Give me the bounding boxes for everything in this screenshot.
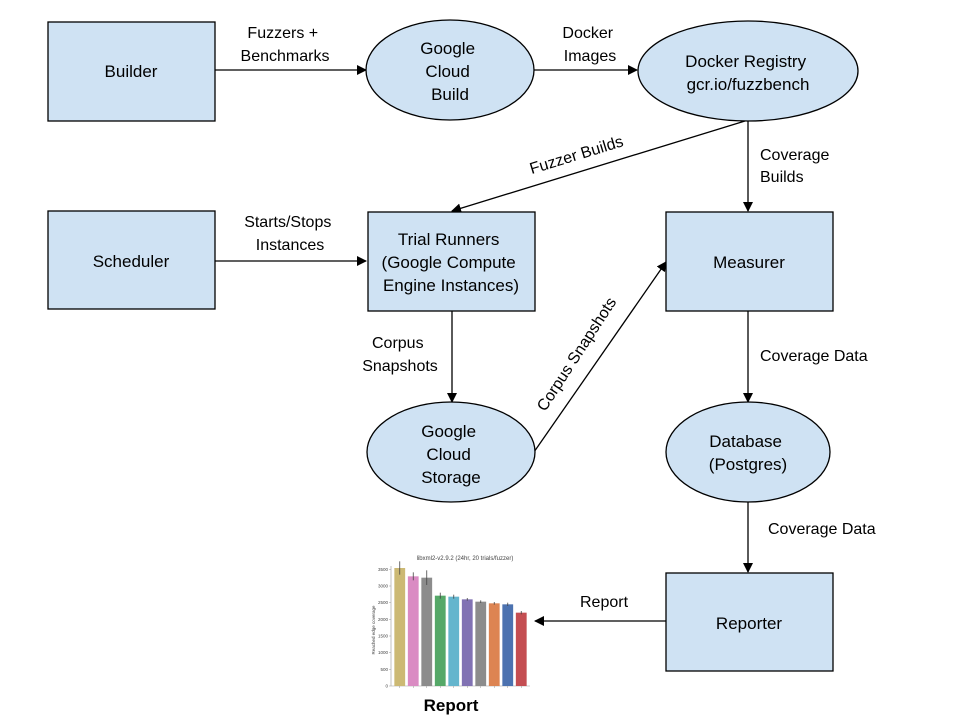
docker-registry-ellipse <box>637 20 859 122</box>
chart-bar <box>448 596 460 686</box>
database-ellipse <box>665 401 831 503</box>
chart-bar <box>475 601 487 686</box>
trial-runners-label: Trial Runners (Google Compute Engine Ins… <box>382 230 521 295</box>
chart-bar <box>502 604 514 686</box>
cloud-storage-ellipse <box>366 401 536 503</box>
edge-label-coverage-data-1: Coverage Data <box>760 348 868 365</box>
node-database: Database (Postgres) <box>665 401 831 503</box>
chart-bar <box>461 599 473 686</box>
node-cloud-storage: Google Cloud Storage <box>366 401 536 503</box>
chart-bar <box>421 577 433 686</box>
chart-bar <box>434 595 446 686</box>
edges <box>215 65 753 626</box>
reporter-box <box>665 572 834 672</box>
chart-y-tick-label: 2000 <box>378 617 389 622</box>
edge-registry-to-trial-runners <box>451 120 746 214</box>
chart-y-tick-label: 1000 <box>378 650 389 655</box>
database-label: Database (Postgres) <box>709 432 787 474</box>
trial-runners-box <box>367 211 536 312</box>
chart-bars <box>394 561 527 686</box>
edge-label-corpus-snapshots-down: Corpus Snapshots <box>362 335 438 375</box>
cloud-build-ellipse <box>365 19 535 121</box>
node-measurer: Measurer <box>665 211 834 312</box>
chart-y-axis-label: Reached edge coverage <box>371 605 376 655</box>
scheduler-label: Scheduler <box>93 252 170 271</box>
measurer-label: Measurer <box>713 253 785 272</box>
chart-y-tick-label: 0 <box>385 684 388 689</box>
edge-label-corpus-snapshots-diag: Corpus Snapshots <box>534 295 620 415</box>
scheduler-box <box>47 210 216 310</box>
edge-label-fuzzers-benchmarks: Fuzzers + Benchmarks <box>241 25 330 65</box>
report-caption: Report <box>424 696 479 715</box>
chart-y-tick-label: 2500 <box>378 600 389 605</box>
chart-title: libxml2-v2.9.2 (24hr, 20 trials/fuzzer) <box>417 556 514 562</box>
edge-label-fuzzer-builds: Fuzzer Builds <box>528 133 626 178</box>
node-scheduler: Scheduler <box>47 210 216 310</box>
reporter-label: Reporter <box>716 614 782 633</box>
node-builder: Builder <box>47 21 216 122</box>
edge-storage-to-measurer <box>533 261 667 453</box>
cloud-storage-label: Google Cloud Storage <box>421 422 481 487</box>
node-trial-runners: Trial Runners (Google Compute Engine Ins… <box>367 211 536 312</box>
docker-registry-label: Docker Registry gcr.io/fuzzbench <box>685 52 811 94</box>
cloud-build-label: Google Cloud Build <box>420 39 480 104</box>
chart-bar <box>407 576 419 686</box>
node-cloud-build: Google Cloud Build <box>365 19 535 121</box>
chart-y-tick-label: 3500 <box>378 567 389 572</box>
report-chart-thumbnail: libxml2-v2.9.2 (24hr, 20 trials/fuzzer) … <box>371 556 530 689</box>
edge-label-coverage-data-2: Coverage Data <box>768 521 876 538</box>
edge-label-docker-images: Docker Images <box>562 25 617 65</box>
builder-box <box>47 21 216 122</box>
chart-bar <box>394 568 406 686</box>
chart-y-tick-label: 1500 <box>378 634 389 639</box>
chart-y-tick-label: 500 <box>380 667 388 672</box>
edge-label-coverage-builds: Coverage Builds <box>760 147 834 186</box>
builder-label: Builder <box>105 62 158 81</box>
edge-label-report: Report <box>580 594 629 611</box>
edge-label-starts-stops: Starts/Stops Instances <box>244 214 336 254</box>
chart-bar <box>488 603 500 686</box>
chart-bar <box>515 612 527 686</box>
measurer-box <box>665 211 834 312</box>
node-docker-registry: Docker Registry gcr.io/fuzzbench <box>637 20 859 122</box>
chart-y-tick-label: 3000 <box>378 584 389 589</box>
node-reporter: Reporter <box>665 572 834 672</box>
